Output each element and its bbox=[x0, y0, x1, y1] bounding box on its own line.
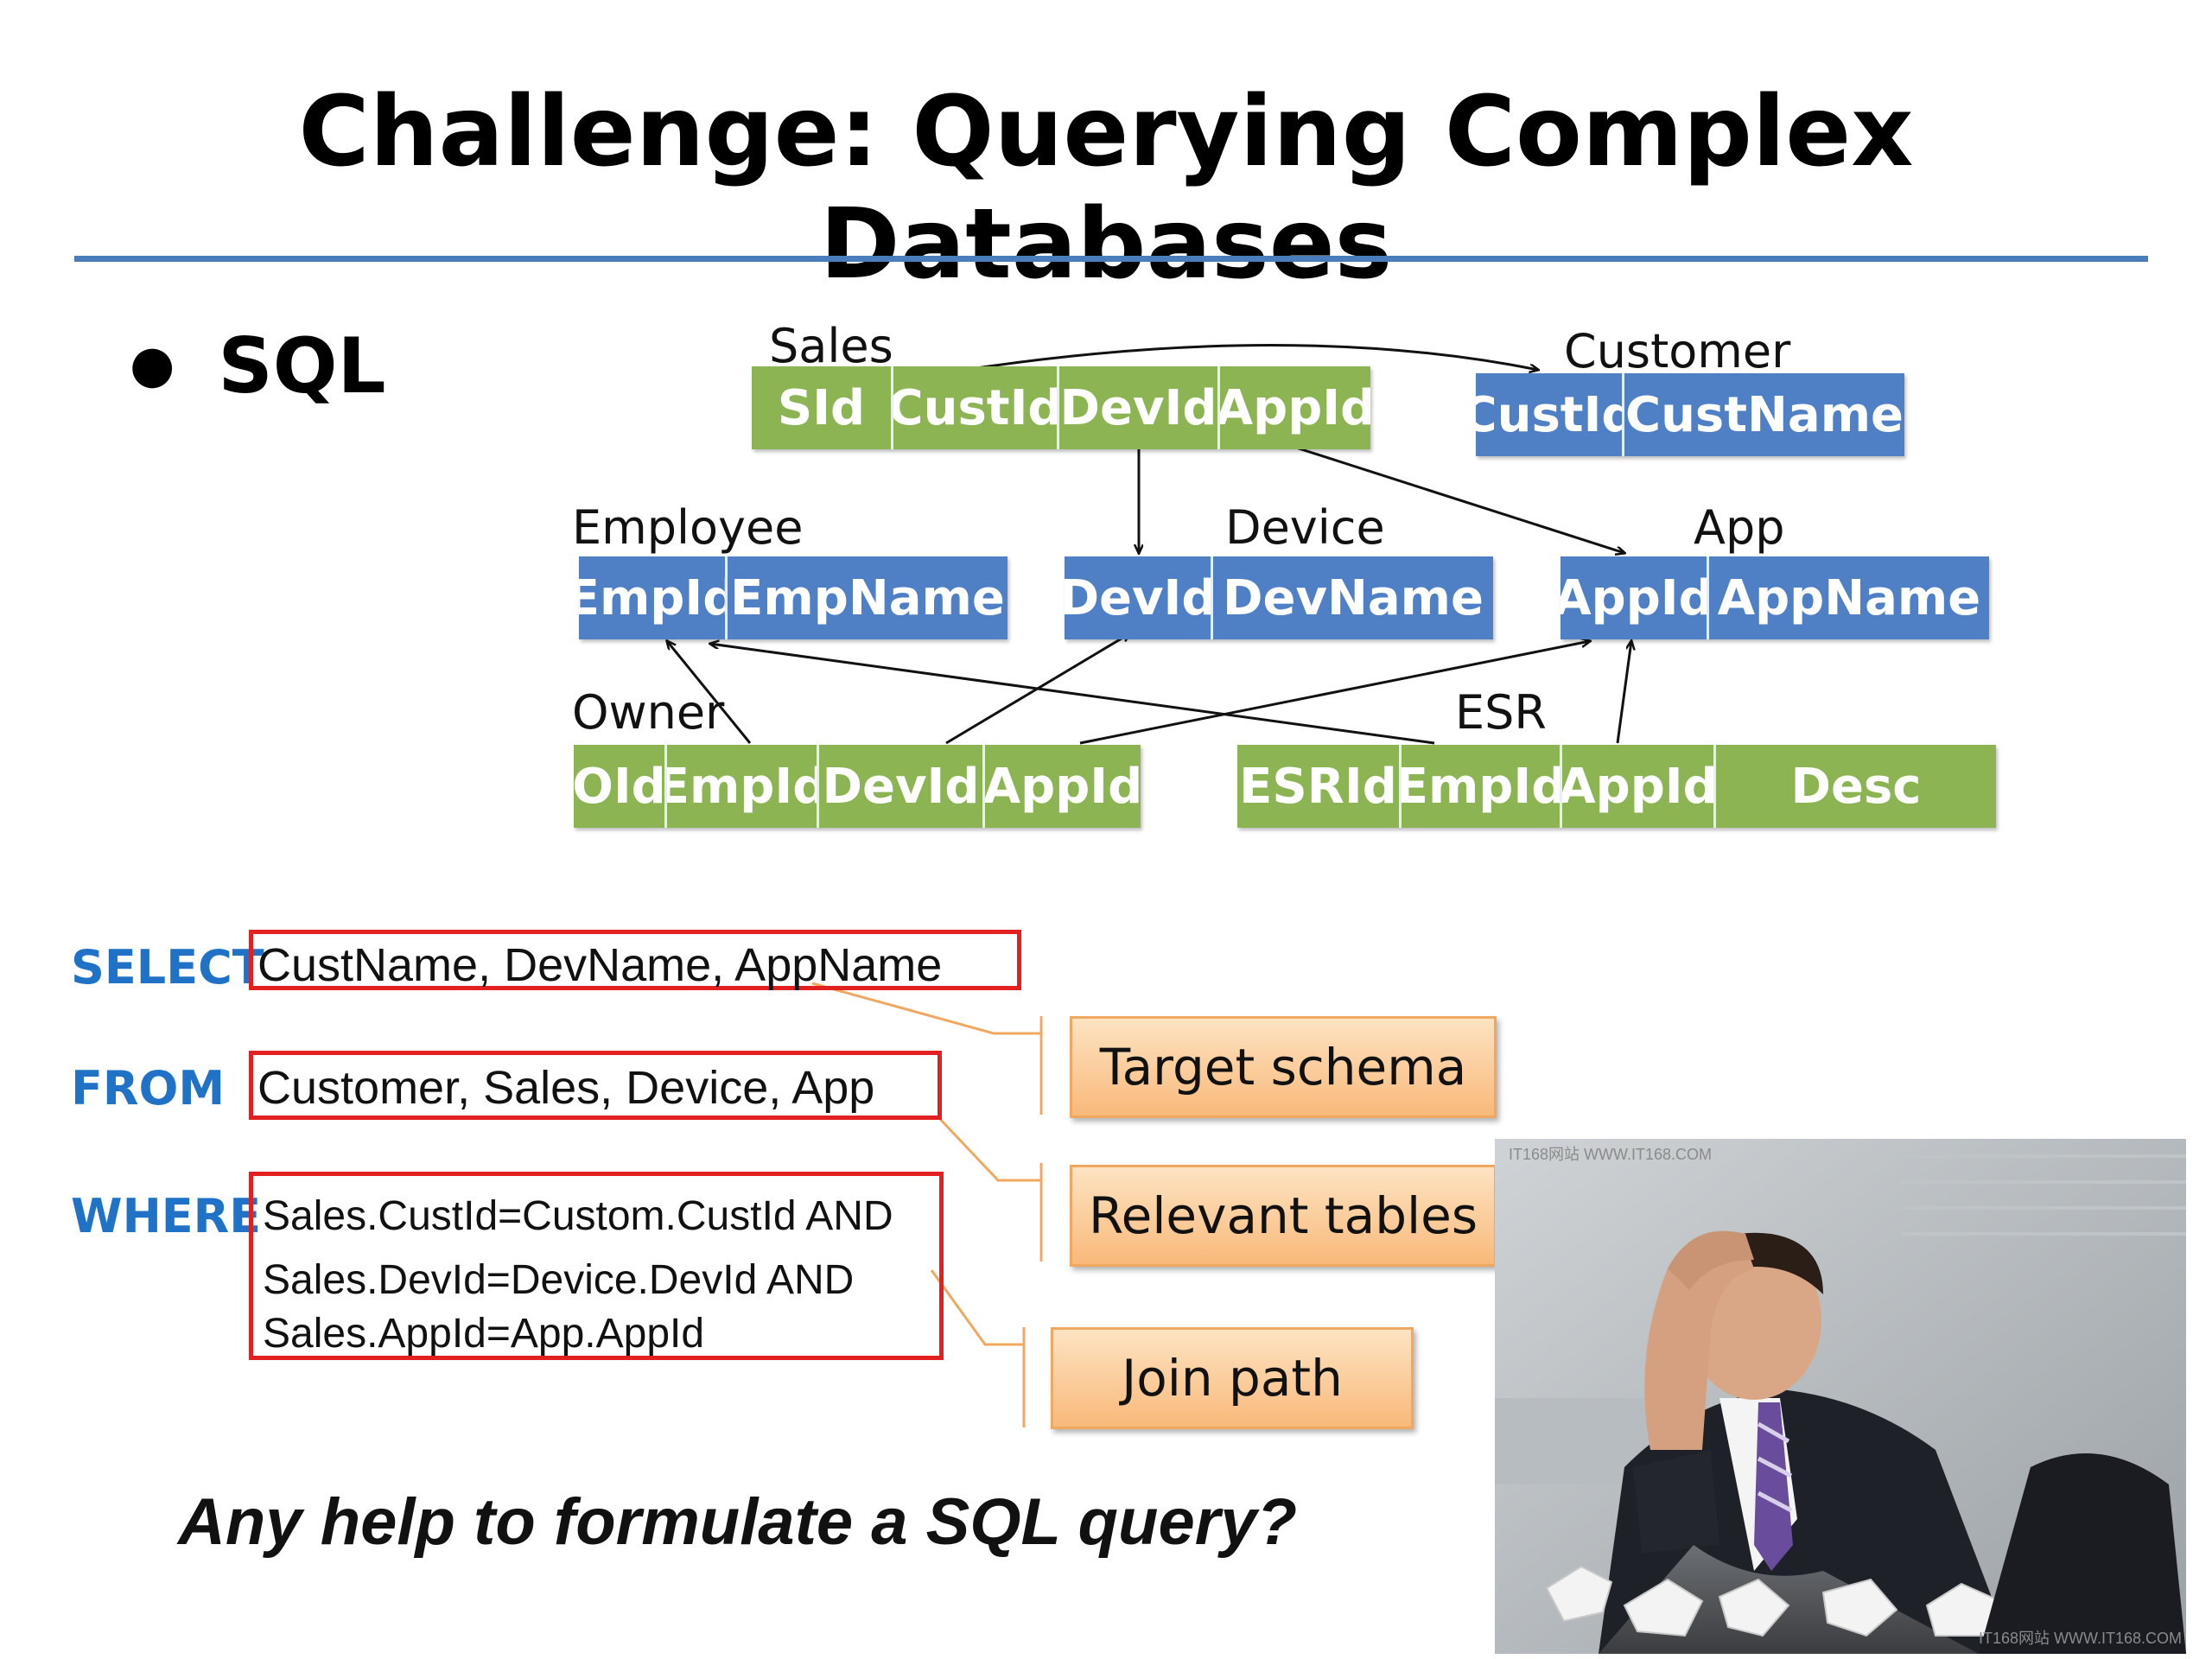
leader-from bbox=[936, 1115, 1041, 1182]
where-line-2: Sales.DevId=Device.DevId AND bbox=[263, 1257, 855, 1303]
table-label-sales: Sales bbox=[769, 319, 893, 373]
column-cell: AppId bbox=[1562, 745, 1716, 828]
column-cell: AppId bbox=[985, 758, 1141, 815]
column-cell: EmpName bbox=[730, 569, 1005, 626]
table-customer: CustId CustName bbox=[1476, 373, 1904, 456]
slide-title: Challenge: Querying Complex Databases bbox=[298, 76, 1914, 301]
column-cell: AppId bbox=[1220, 379, 1370, 436]
column-cell: SId bbox=[752, 366, 893, 449]
bullet-text: SQL bbox=[218, 321, 386, 410]
table-sales: SId CustId DevId AppId bbox=[752, 366, 1370, 449]
column-cell: DevId bbox=[819, 745, 985, 828]
stressed-businessman-photo: IT168网站 WWW.IT168.COM IT168网站 WWW.IT168.… bbox=[1495, 1139, 2186, 1654]
arrow-owner-devid-to-device bbox=[945, 633, 1130, 745]
bullet-sql: ● SQL bbox=[130, 321, 386, 410]
table-label-app: App bbox=[1694, 500, 1785, 555]
watermark-bottom: IT168网站 WWW.IT168.COM bbox=[1979, 1630, 2182, 1647]
table-label-owner: Owner bbox=[572, 685, 725, 740]
leader-where bbox=[930, 1269, 1024, 1346]
table-owner: OId EmpId DevId AppId bbox=[574, 745, 1141, 828]
column-cell: EmpId bbox=[1402, 745, 1562, 828]
callout-join-path: Join path bbox=[1051, 1327, 1414, 1429]
from-box bbox=[249, 1051, 942, 1120]
watermark-top: IT168网站 WWW.IT168.COM bbox=[1509, 1146, 1712, 1163]
where-line-1: Sales.CustId=Custom.CustId AND bbox=[263, 1193, 893, 1239]
table-app: AppId AppName bbox=[1560, 556, 1989, 639]
keyword-where: WHERE bbox=[71, 1189, 262, 1243]
from-text: Customer, Sales, Device, App bbox=[257, 1062, 875, 1114]
arrow-esr-empid-to-employee bbox=[710, 644, 1435, 745]
table-label-esr: ESR bbox=[1455, 685, 1547, 740]
keyword-select: SELECT bbox=[71, 940, 264, 995]
table-label-customer: Customer bbox=[1564, 324, 1791, 378]
where-line-3: Sales.AppId=App.AppId bbox=[263, 1311, 705, 1357]
column-cell: EmpId bbox=[667, 745, 819, 828]
title-rule bbox=[74, 256, 2148, 262]
column-cell: EmpId bbox=[579, 556, 728, 639]
column-cell: CustName bbox=[1624, 386, 1904, 443]
column-cell: DevName bbox=[1223, 569, 1484, 626]
table-label-employee: Employee bbox=[572, 500, 804, 555]
column-cell: Desc bbox=[1790, 758, 1922, 815]
where-box bbox=[249, 1172, 944, 1360]
column-cell: ESRId bbox=[1237, 745, 1402, 828]
arrow-esr-appid-to-app bbox=[1616, 641, 1631, 744]
column-cell: AppId bbox=[1560, 556, 1709, 639]
column-cell: CustId bbox=[893, 366, 1059, 449]
table-device: DevId DevName bbox=[1065, 556, 1493, 639]
keyword-from: FROM bbox=[71, 1061, 226, 1116]
column-cell: OId bbox=[574, 745, 667, 828]
table-esr: ESRId EmpId AppId Desc bbox=[1237, 745, 1996, 828]
column-cell: AppName bbox=[1717, 569, 1981, 626]
column-cell: CustId bbox=[1476, 373, 1624, 456]
closing-question: Any help to formulate a SQL query? bbox=[178, 1485, 1298, 1559]
businessman-illustration: IT168网站 WWW.IT168.COM IT168网站 WWW.IT168.… bbox=[1495, 1139, 2186, 1654]
column-cell: DevId bbox=[1059, 366, 1220, 449]
column-cell: DevId bbox=[1065, 556, 1213, 639]
bullet-dot-icon: ● bbox=[130, 334, 175, 395]
select-text: CustName, DevName, AppName bbox=[257, 939, 943, 991]
callout-relevant-tables: Relevant tables bbox=[1070, 1165, 1497, 1267]
table-label-device: Device bbox=[1225, 500, 1385, 555]
select-box bbox=[249, 930, 1021, 990]
callout-target-schema: Target schema bbox=[1070, 1016, 1497, 1118]
table-employee: EmpId EmpName bbox=[579, 556, 1007, 639]
